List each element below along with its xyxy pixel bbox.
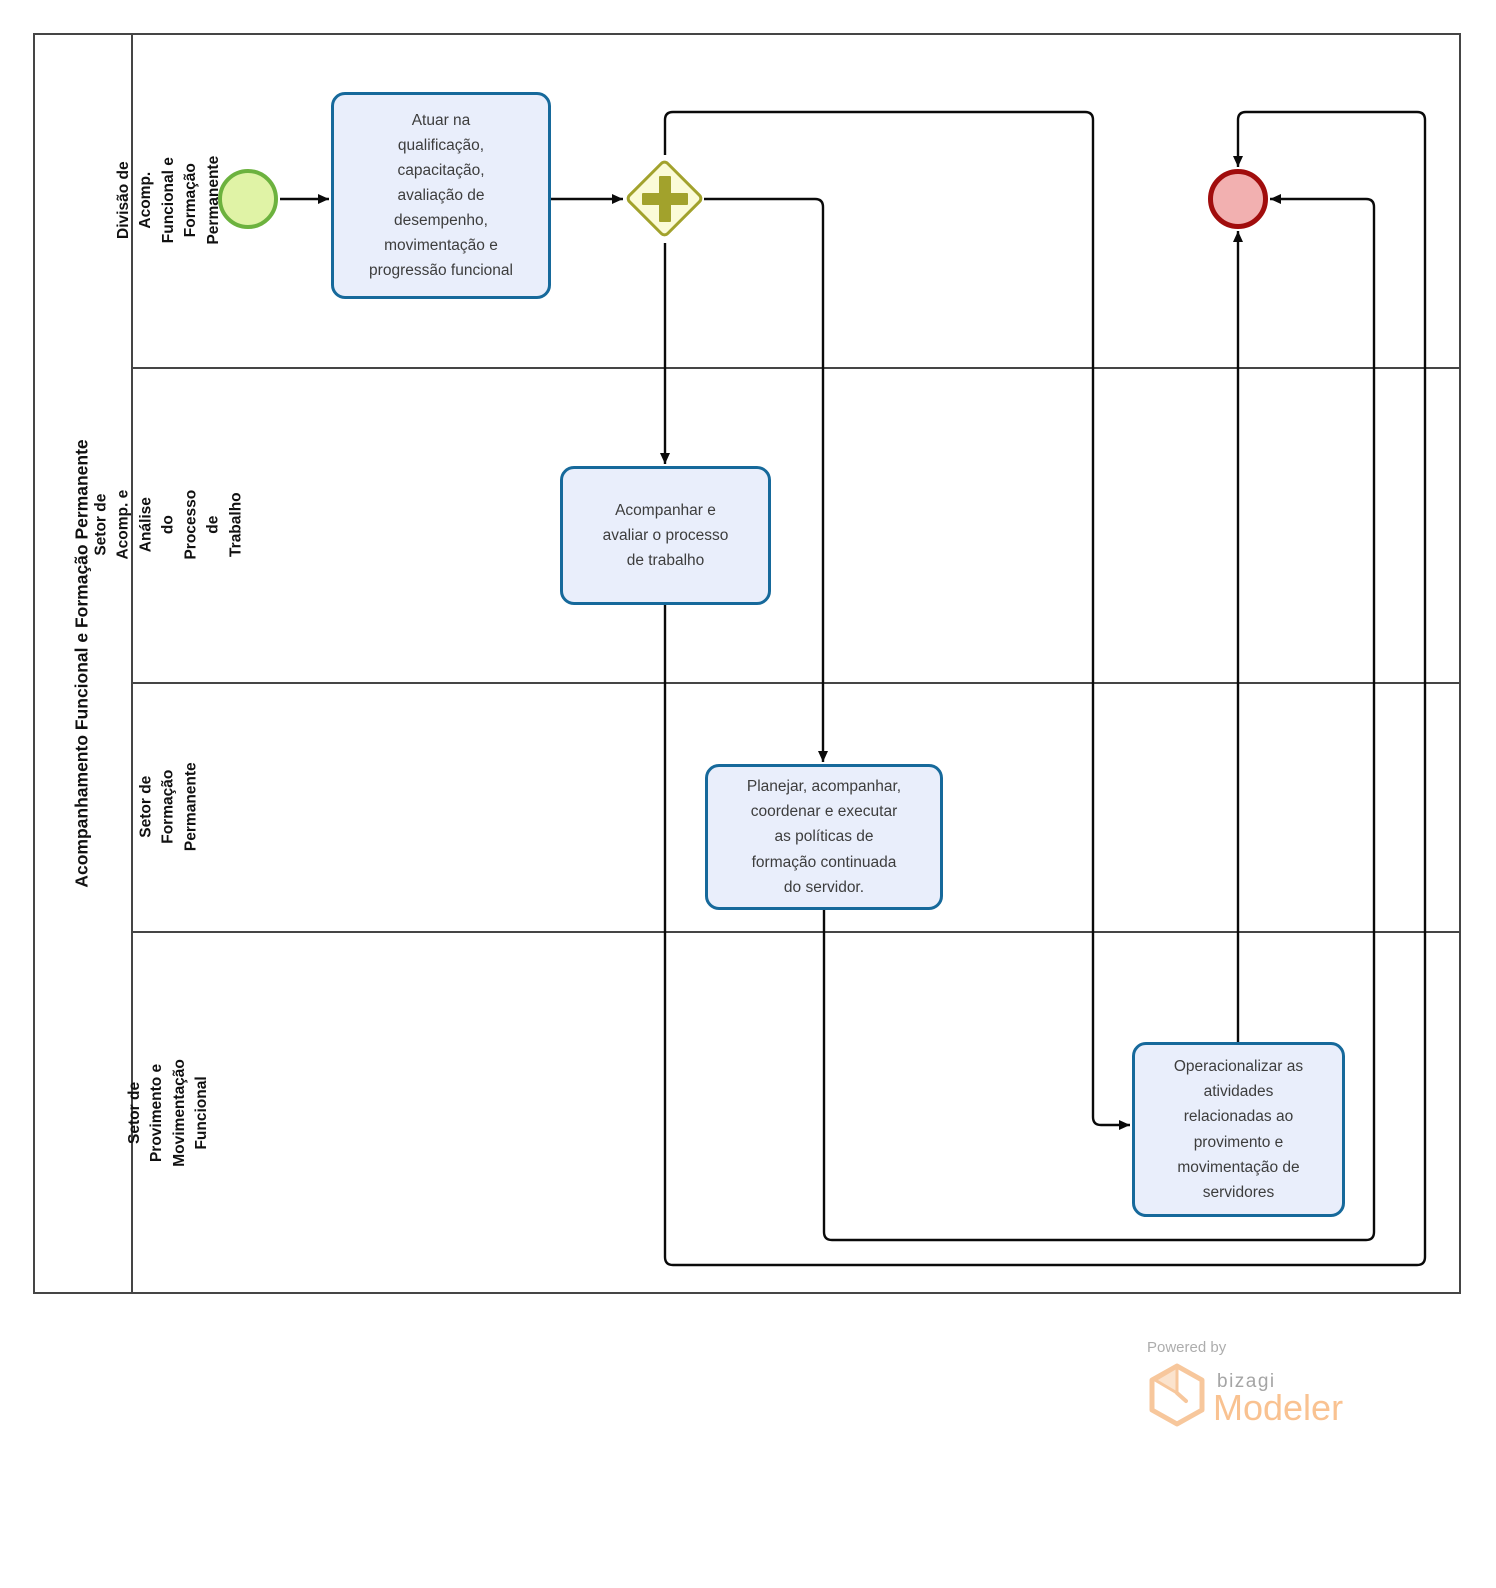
flow-task3-to-end xyxy=(822,194,1376,1242)
lane-divider-3 xyxy=(132,931,1461,933)
parallel-gateway[interactable] xyxy=(624,157,705,241)
task-atuar-na-qualificacao[interactable]: Atuar na qualificação, capacitação, aval… xyxy=(331,92,551,299)
task-1-label: Atuar na qualificação, capacitação, aval… xyxy=(369,111,513,280)
end-event[interactable] xyxy=(1208,169,1268,229)
task-2-label: Acompanhar e avaliar o processo de traba… xyxy=(602,501,729,570)
flow-gateway-to-task4 xyxy=(663,110,1130,1130)
flow-task2-to-end xyxy=(663,110,1427,1267)
bizagi-wordmark: bizagi xyxy=(1217,1371,1276,1392)
start-event[interactable] xyxy=(218,169,278,229)
pool-frame xyxy=(33,33,1461,1294)
pool-title-divider xyxy=(131,33,133,1294)
gateway-plus-icon xyxy=(659,176,671,222)
flow-gateway-to-task3 xyxy=(704,197,828,762)
task-3-label: Planejar, acompanhar, coordenar e execut… xyxy=(746,778,902,896)
task-acompanhar-avaliar[interactable]: Acompanhar e avaliar o processo de traba… xyxy=(560,466,771,605)
bizagi-hexagon-icon xyxy=(1149,1363,1205,1427)
task-4-label: Operacionalizar as atividades relacionad… xyxy=(1173,1058,1304,1201)
bizagi-branding: Powered by bizagi Modeler xyxy=(1128,1335,1408,1445)
modeler-wordmark: Modeler xyxy=(1213,1387,1344,1428)
powered-by-label: Powered by xyxy=(1147,1339,1227,1356)
lane-divider-2 xyxy=(132,682,1461,684)
task-planejar-coordenar[interactable]: Planejar, acompanhar, coordenar e execut… xyxy=(705,764,943,910)
task-operacionalizar-atividades[interactable]: Operacionalizar as atividades relacionad… xyxy=(1132,1042,1345,1217)
lane-divider-1 xyxy=(132,367,1461,369)
